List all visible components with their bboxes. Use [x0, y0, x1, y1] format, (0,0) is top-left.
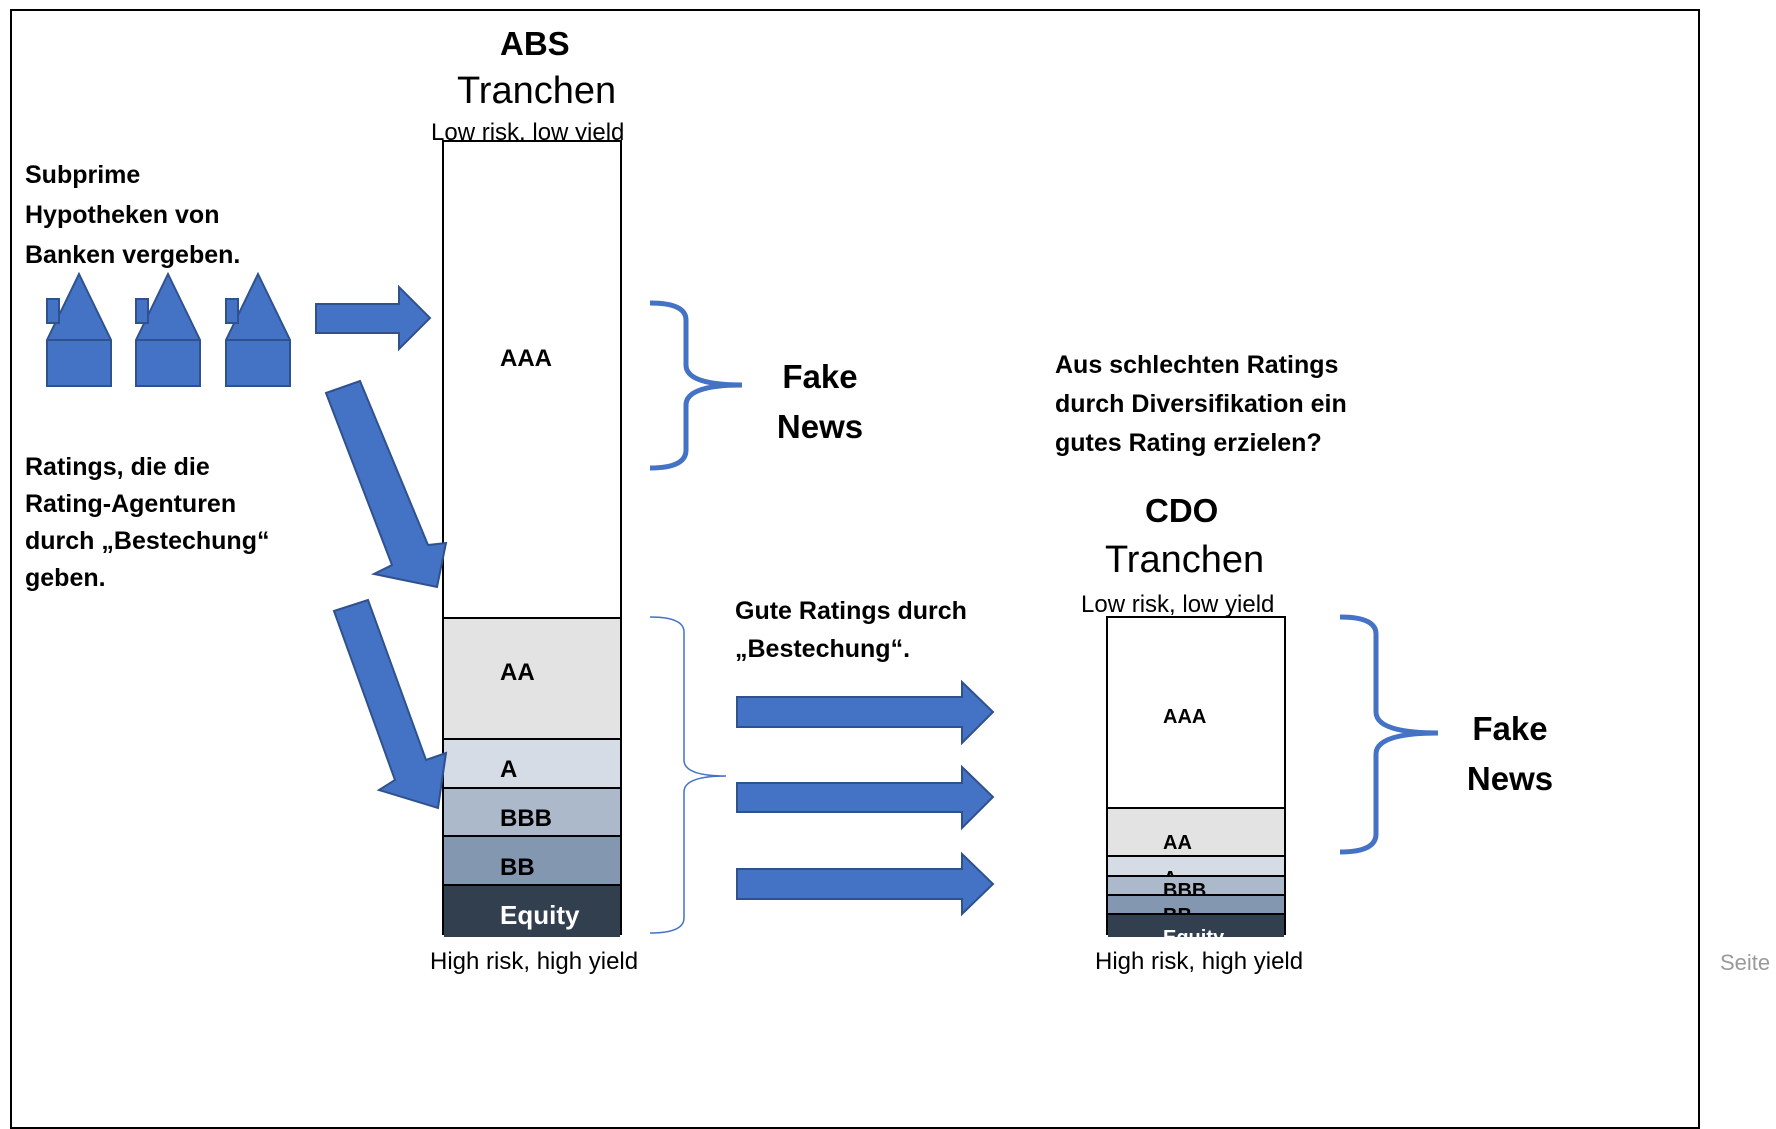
abs-tranche-aa: AA	[444, 619, 620, 740]
subprime-line: Hypotheken von	[25, 201, 220, 229]
ratings-line: Rating-Agenturen	[25, 490, 237, 518]
abs-tranche-equity: Equity	[444, 886, 620, 937]
tranche-label: AA	[500, 659, 535, 686]
cdo-bottom-label: High risk, high yield	[1095, 948, 1304, 975]
question-line: gutes Rating erzielen?	[1055, 429, 1322, 457]
abs-title: ABS	[500, 25, 570, 62]
question-line: Aus schlechten Ratings	[1055, 351, 1339, 379]
tranche-label: A	[500, 756, 518, 783]
abs-tranche-aaa: AAA	[444, 142, 620, 619]
cdo-tranche-stack: AAA AA A BBB BB Equity	[1106, 616, 1286, 937]
arrow-right-icon	[736, 764, 995, 831]
ratings-line: Ratings, die die	[25, 453, 210, 481]
curly-brace-icon	[649, 616, 727, 934]
arrow-right-icon	[736, 851, 995, 917]
fake-news-label-1: Fake News	[770, 352, 870, 452]
tranche-label: BBB	[500, 805, 552, 832]
question-line: durch Diversifikation ein	[1055, 390, 1347, 418]
abs-tranche-bb: BB	[444, 837, 620, 886]
abs-tranche-bbb: BBB	[444, 789, 620, 837]
cdo-title: CDO	[1145, 492, 1219, 529]
tranche-label: Equity	[1163, 927, 1224, 937]
gute-ratings-line: Gute Ratings durch	[735, 597, 967, 625]
abs-tranche-stack: AAA AA A BBB BB Equity	[442, 140, 622, 937]
cdo-top-label: Low risk, low yield	[1081, 591, 1275, 618]
fake-news-line: News	[776, 408, 864, 445]
cdo-tranche-aa: AA	[1108, 809, 1284, 857]
ratings-line: geben.	[25, 564, 106, 592]
house-icon	[135, 271, 201, 387]
tranche-label: AAA	[500, 345, 552, 372]
cdo-tranche-bb: BB	[1108, 896, 1284, 915]
fake-news-line: Fake	[1472, 710, 1548, 747]
arrow-right-icon	[736, 679, 995, 746]
subprime-text: Subprime Hypotheken von Banken vergeben.	[25, 155, 240, 275]
curly-brace-icon	[649, 300, 743, 471]
diversification-question: Aus schlechten Ratings durch Diversifika…	[1055, 346, 1347, 463]
arrow-down-icon	[324, 379, 448, 589]
tranche-label: AAA	[1163, 706, 1207, 728]
abs-tranche-a: A	[444, 740, 620, 789]
gute-ratings-text: Gute Ratings durch „Bestechung“.	[735, 592, 967, 668]
cdo-tranche-equity: Equity	[1108, 915, 1284, 937]
ratings-text: Ratings, die die Rating-Agenturen durch …	[25, 449, 269, 597]
tranche-label: BB	[1163, 905, 1192, 913]
house-icon	[225, 271, 291, 387]
abs-bottom-label: High risk, high yield	[430, 948, 639, 975]
page-label: Seite	[1720, 950, 1771, 975]
fake-news-line: News	[1466, 760, 1554, 797]
abs-subtitle: Tranchen	[457, 70, 617, 112]
gute-ratings-line: „Bestechung“.	[735, 635, 911, 663]
arrow-right-icon	[315, 284, 432, 352]
cdo-tranche-aaa: AAA	[1108, 618, 1284, 809]
curly-brace-icon	[1339, 614, 1439, 855]
house-icon	[46, 271, 112, 387]
cdo-subtitle: Tranchen	[1105, 539, 1265, 581]
subprime-line: Banken vergeben.	[25, 241, 241, 269]
tranche-label: Equity	[500, 900, 580, 930]
fake-news-line: Fake	[782, 358, 858, 395]
tranche-label: AA	[1163, 832, 1192, 854]
tranche-label: BB	[500, 854, 535, 881]
arrow-down-icon	[332, 598, 448, 810]
subprime-line: Subprime	[25, 161, 141, 189]
ratings-line: durch „Bestechung“	[25, 527, 270, 555]
fake-news-label-2: Fake News	[1455, 704, 1565, 804]
